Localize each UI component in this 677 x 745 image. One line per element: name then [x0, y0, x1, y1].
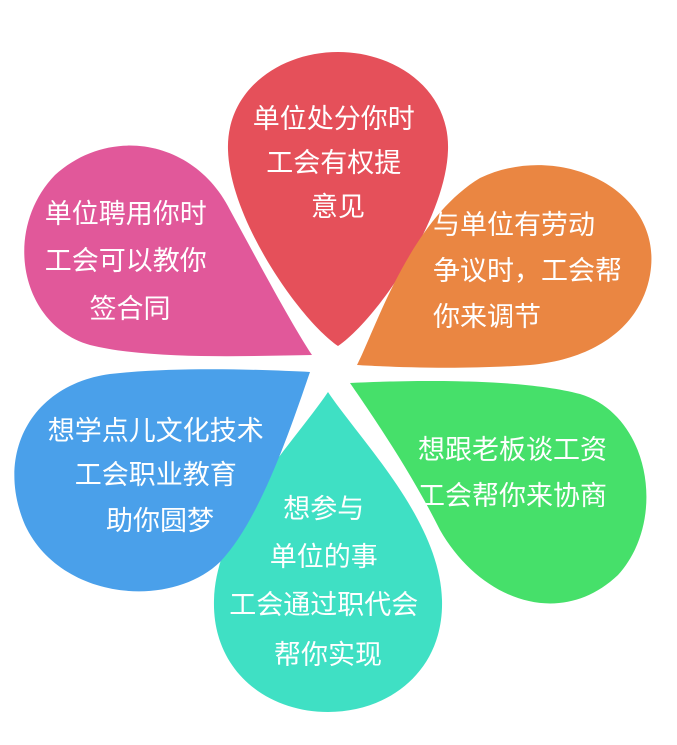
petal-upper-left: 单位聘用你时 工会可以教你 签合同 — [24, 145, 312, 357]
petal-lower-left-line-1: 想学点儿文化技术 — [48, 416, 264, 447]
petal-upper-left-line-2: 工会可以教你 — [45, 246, 207, 277]
petal-lower-right-line-2: 工会帮你来协商 — [418, 481, 607, 512]
petal-lower-right-text: 想跟老板谈工资 工会帮你来协商 — [418, 435, 616, 512]
petal-bottom-line-4: 帮你实现 — [274, 640, 382, 671]
petal-upper-left-line-1: 单位聘用你时 — [45, 199, 207, 230]
petal-upper-right-text: 与单位有劳动 争议时，工会帮 你来调节 — [433, 210, 631, 333]
petal-upper-left-shape — [24, 145, 312, 357]
petal-top-line-2: 工会有权提 — [266, 148, 401, 179]
petal-lower-right: 想跟老板谈工资 工会帮你来协商 — [350, 380, 647, 604]
petal-upper-right-shape — [357, 165, 652, 368]
petal-upper-right-line-3: 你来调节 — [433, 302, 541, 333]
petal-top-text: 单位处分你时 工会有权提 意见 — [253, 104, 424, 223]
petal-top: 单位处分你时 工会有权提 意见 — [227, 52, 449, 346]
petal-upper-right-line-2: 争议时，工会帮 — [433, 256, 622, 287]
petal-lower-left: 想学点儿文化技术 工会职业教育 助你圆梦 — [14, 369, 310, 592]
petal-upper-left-text: 单位聘用你时 工会可以教你 签合同 — [45, 199, 216, 325]
petal-lower-left-line-2: 工会职业教育 — [75, 460, 237, 491]
petal-bottom-text: 想参与 单位的事 工会通过职代会 帮你实现 — [229, 494, 427, 671]
petal-lower-left-line-3: 助你圆梦 — [106, 506, 214, 537]
petal-lower-left-shape — [14, 369, 310, 592]
petal-bottom-line-2: 单位的事 — [270, 542, 378, 573]
petal-upper-left-line-3: 签合同 — [90, 294, 171, 325]
petal-bottom-line-1: 想参与 — [283, 494, 364, 525]
petal-lower-left-text: 想学点儿文化技术 工会职业教育 助你圆梦 — [48, 416, 273, 537]
petal-top-shape — [227, 52, 449, 346]
petal-lower-right-shape — [350, 380, 647, 604]
petal-top-line-1: 单位处分你时 — [253, 104, 415, 135]
petal-top-line-3: 意见 — [311, 192, 365, 223]
petal-upper-right-line-1: 与单位有劳动 — [433, 210, 595, 241]
petal-bottom-line-3: 工会通过职代会 — [229, 590, 418, 621]
petal-upper-right: 与单位有劳动 争议时，工会帮 你来调节 — [357, 165, 652, 368]
petal-lower-right-line-1: 想跟老板谈工资 — [418, 435, 607, 466]
